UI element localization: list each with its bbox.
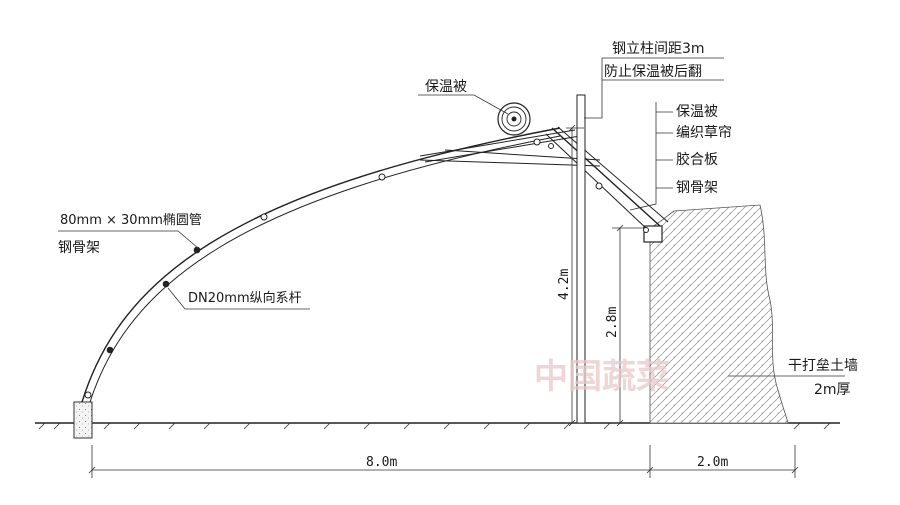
ground (35, 422, 840, 430)
layer-plywood-label: 胶合板 (676, 151, 718, 168)
wall-type-label: 干打垒土墙 (788, 357, 858, 374)
pipe-spec-label: 80mm × 30mm椭圆管 (60, 212, 202, 228)
wall-width-dimension-label: 2.0m (697, 455, 728, 470)
post-purpose-note: 防止保温被后翻 (604, 64, 702, 80)
wall-thickness-label: 2m厚 (814, 382, 851, 398)
quilt-roll-label: 保温被 (425, 79, 467, 95)
layer-straw-mat-label: 编织草帘 (676, 125, 732, 141)
layer-steel-frame-label: 钢骨架 (676, 180, 718, 196)
tie-bar-label: DN20mm纵向系杆 (188, 290, 302, 306)
earth-wall (649, 204, 789, 424)
leader-lines (58, 57, 845, 377)
steel-frame-label: 钢骨架 (58, 240, 100, 256)
watermark-text: 中国蔬菜 (534, 357, 670, 397)
span-dimension-label: 8.0m (366, 455, 397, 470)
quilt-roll (497, 102, 531, 136)
ridge-height-dimension-label: 4.2m (557, 269, 572, 300)
post-spacing-note: 钢立柱间距3m (612, 41, 705, 57)
wall-height-dimension-label: 2.8m (605, 307, 620, 338)
layer-quilt-label: 保温被 (676, 104, 718, 120)
front-footing (73, 401, 93, 439)
steel-arch (81, 126, 669, 403)
height-dimensions (566, 124, 644, 427)
width-dimensions (88, 445, 799, 478)
